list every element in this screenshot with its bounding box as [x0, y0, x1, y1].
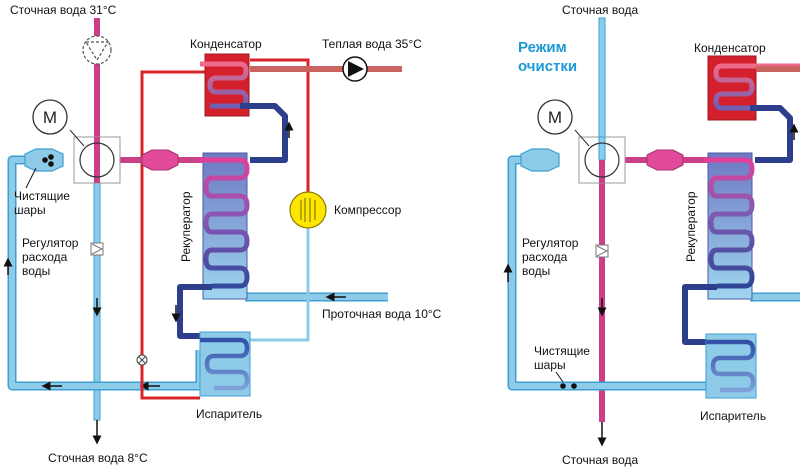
- right-evaporator-label: Испаритель: [700, 409, 766, 423]
- left-compressor-label: Компрессор: [334, 203, 402, 217]
- left-flow-water-label: Проточная вода 10°C: [322, 307, 442, 321]
- right-mode-label-line1: Режим: [518, 39, 567, 56]
- right-cleaning-balls-label-line2: шары: [534, 358, 566, 372]
- right-regulator-label-line3: воды: [522, 264, 550, 278]
- right-waste-out-label: Сточная вода: [562, 453, 638, 467]
- right-waste-in-label: Сточная вода: [562, 3, 638, 17]
- left-recuperator: [171, 152, 250, 339]
- right-motor-icon: [537, 99, 573, 135]
- right-motor-label: М: [548, 108, 562, 127]
- right-evaporator: [705, 333, 757, 399]
- left-filter-icon: [141, 149, 179, 171]
- left-waste-pipe: [92, 18, 102, 445]
- right-condenser-label: Конденсатор: [694, 41, 766, 55]
- left-condenser-label: Конденсатор: [190, 37, 262, 51]
- left-warm-water-pipe: [250, 56, 402, 82]
- left-evaporator: [199, 331, 251, 397]
- right-waste-pipe: [597, 17, 607, 447]
- left-regulator-label-line1: Регулятор: [22, 236, 79, 250]
- left-regulator-label-line2: расхода: [22, 250, 68, 264]
- right-ball-trap-icon: [520, 148, 560, 172]
- left-diagram: М Сточная вода 31°C Конденсатор: [3, 3, 442, 465]
- left-cleaning-balls-label-line1: Чистящие: [14, 189, 70, 203]
- right-recuperator-label: Рекуператор: [684, 191, 698, 262]
- left-condenser: [200, 53, 294, 163]
- right-regulator-label-line2: расхода: [522, 250, 568, 264]
- left-compressor-icon: [289, 191, 327, 229]
- left-cleaning-balls-label-line2: шары: [14, 203, 46, 217]
- left-motor-icon: [32, 99, 68, 135]
- right-diagram: М Сточная вода Режим очистки Конденсатор: [503, 3, 800, 467]
- left-red-loop: [136, 58, 310, 400]
- left-suction-line: [250, 228, 310, 342]
- right-condenser: [707, 55, 800, 163]
- right-regulator-label-line1: Регулятор: [522, 236, 579, 250]
- right-recuperator: [682, 152, 755, 345]
- right-filter-icon: [646, 149, 684, 171]
- left-recuperator-label: Рекуператор: [179, 191, 193, 262]
- right-mode-label-line2: очистки: [518, 58, 577, 75]
- left-motor-label: М: [43, 108, 57, 127]
- right-cleaning-balls-label-line1: Чистящие: [534, 344, 590, 358]
- left-evaporator-label: Испаритель: [196, 407, 262, 421]
- left-waste-out-label: Сточная вода 8°C: [48, 451, 148, 465]
- left-dashed-pump-icon: [82, 35, 112, 65]
- left-regulator-label-line3: воды: [22, 264, 50, 278]
- left-warm-water-label: Теплая вода 35°C: [322, 37, 422, 51]
- left-waste-in-label: Сточная вода 31°C: [10, 3, 117, 17]
